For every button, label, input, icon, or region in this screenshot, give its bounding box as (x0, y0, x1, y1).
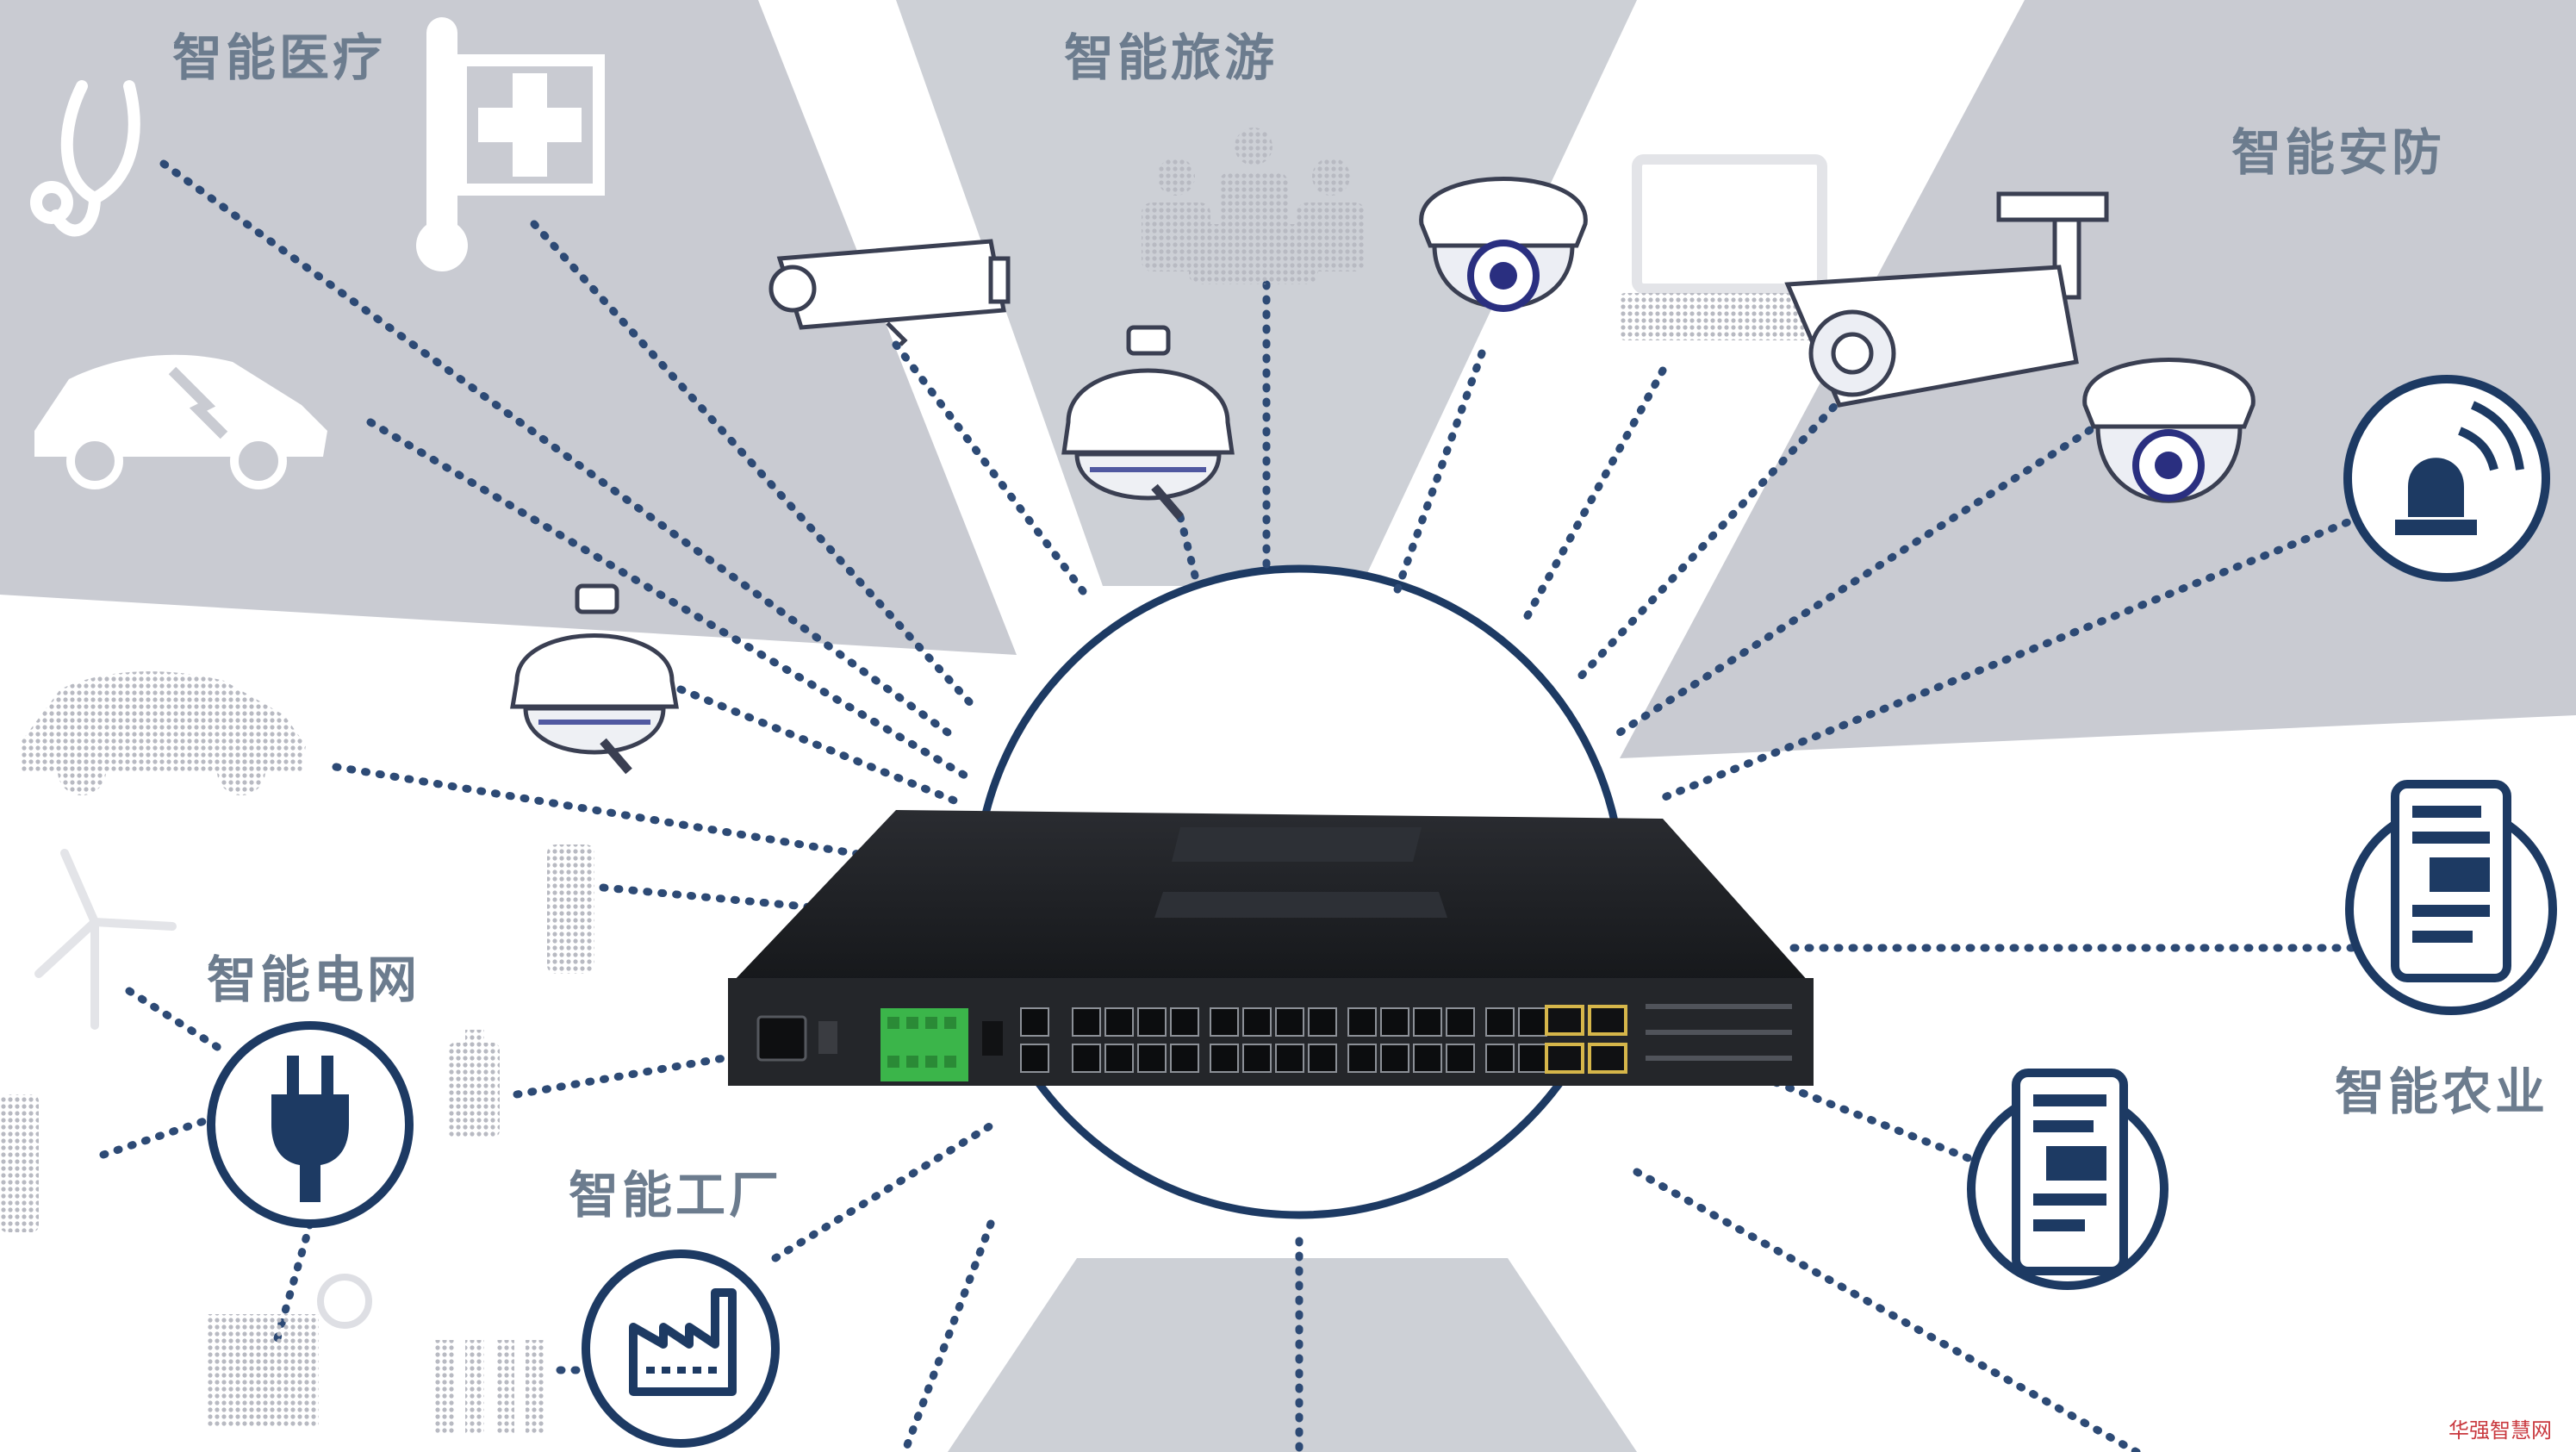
sfp-port (1545, 1043, 1584, 1074)
ptz-camera-icon (510, 583, 679, 775)
label-smart-security: 智能安防 (2231, 123, 2446, 182)
server-rack-icon (2345, 780, 2557, 1015)
wind-turbine-icon (34, 849, 177, 1030)
server-rack-lower-icon (1967, 1069, 2168, 1290)
watermark-text: 华强智慧网 (2448, 1418, 2552, 1443)
battery-icon (448, 1030, 500, 1137)
console-port (982, 1021, 1003, 1056)
link-ptz-left (676, 685, 961, 806)
sfp-port (1588, 1043, 1627, 1074)
link-car2 (332, 763, 909, 866)
power-socket (756, 1015, 807, 1062)
rj45-port (1104, 1044, 1134, 1073)
link-ptz-top (1176, 513, 1202, 590)
rj45-port (1446, 1007, 1475, 1037)
rj45-port (1308, 1007, 1337, 1037)
rj45-port (1308, 1044, 1337, 1073)
label-smart-tourism: 智能旅游 (1064, 28, 1279, 87)
rj45-port (1072, 1044, 1101, 1073)
link-bullet (1572, 392, 1848, 685)
label-smart-agriculture: 智能农业 (2335, 1063, 2549, 1121)
link-plug-left (99, 1116, 211, 1159)
network-switch (728, 810, 1814, 1086)
link-alarm (1650, 513, 2365, 806)
alarm-light-icon (2343, 375, 2550, 582)
label-smart-grid: 智能电网 (207, 950, 421, 1009)
rj45-port (1137, 1044, 1167, 1073)
rj45-port (1413, 1007, 1442, 1037)
link-bottom (900, 1219, 995, 1452)
power-switch (818, 1021, 837, 1054)
rj45-port (1242, 1044, 1272, 1073)
rj45-port (1380, 1007, 1409, 1037)
dome-camera-icon (1419, 177, 1588, 312)
label-smart-medical: 智能医疗 (172, 28, 387, 87)
switch-top-panel-2 (1154, 892, 1447, 918)
link-laptop (1521, 366, 1667, 625)
rj45-port (1347, 1007, 1377, 1037)
ray-bottom-center (948, 1258, 1637, 1452)
dome-camera-right-icon (2082, 358, 2256, 503)
box-camera-icon (768, 239, 1011, 346)
terminal-screws (887, 1017, 956, 1068)
label-smart-factory: 智能工厂 (569, 1166, 783, 1225)
charging-station-icon (0, 844, 594, 1232)
rj45-port (1380, 1044, 1409, 1073)
sfp-port-grid (1545, 1005, 1627, 1074)
rj45-port (1347, 1044, 1377, 1073)
medical-cross-icon (455, 54, 605, 196)
electric-car-faded-icon (22, 671, 306, 795)
sfp-port (1588, 1005, 1627, 1036)
rj45-port-grid (1020, 1007, 1547, 1073)
factory-stacks-icon (435, 1340, 544, 1435)
rj45-port (1020, 1007, 1049, 1037)
rj45-port (1137, 1007, 1167, 1037)
bullet-camera-icon (1784, 191, 2109, 408)
rj45-port (1170, 1044, 1199, 1073)
link-box-cam (892, 340, 1090, 599)
rj45-port (1210, 1007, 1239, 1037)
plug-icon (207, 1021, 414, 1228)
ray-left-upper (0, 0, 1017, 655)
rj45-port (1104, 1007, 1134, 1037)
electric-car-icon (34, 354, 327, 489)
rj45-port (1072, 1007, 1101, 1037)
rj45-port (1485, 1044, 1515, 1073)
status-leds (1646, 1004, 1792, 1061)
stethoscope-icon (30, 80, 140, 237)
link-wind (125, 987, 228, 1056)
rj45-port (1020, 1044, 1049, 1073)
rj45-port (1242, 1007, 1272, 1037)
rj45-port (1275, 1007, 1304, 1037)
rj45-port (1170, 1007, 1199, 1037)
link-medical-1 (159, 159, 952, 737)
people-group-icon (1142, 128, 1366, 284)
laptop-icon (1620, 154, 1839, 340)
rj45-port (1275, 1044, 1304, 1073)
link-medical-2 (530, 220, 978, 711)
rj45-port (1485, 1007, 1515, 1037)
sfp-port (1545, 1005, 1584, 1036)
link-car (366, 418, 969, 780)
ptz-camera-top-icon (1061, 325, 1235, 520)
link-dome-top (1391, 349, 1486, 599)
rj45-port (1413, 1044, 1442, 1073)
factory-icon (582, 1249, 780, 1448)
switch-top-panel-1 (1172, 827, 1422, 862)
link-factory (771, 1116, 1004, 1262)
thermometer-icon (416, 17, 468, 271)
rj45-port (1446, 1044, 1475, 1073)
solar-panel-icon (207, 1274, 372, 1426)
rj45-port (1210, 1044, 1239, 1073)
